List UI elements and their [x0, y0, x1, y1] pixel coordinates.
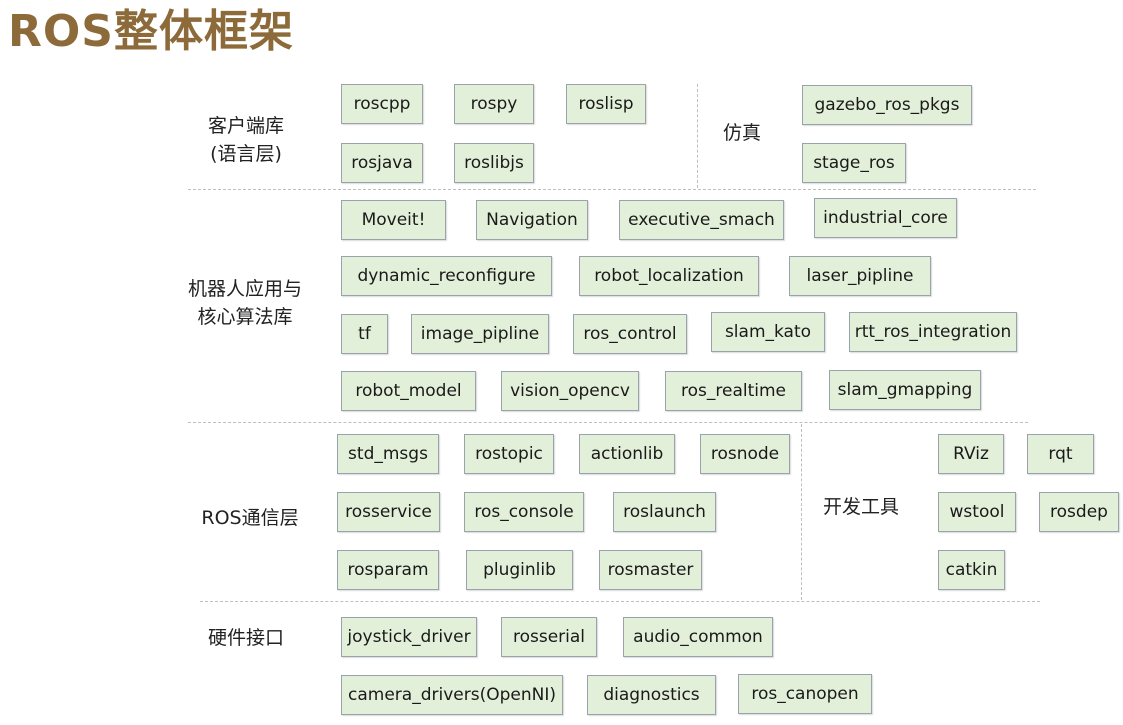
package-image-pipline: image_pipline — [411, 314, 549, 354]
package-executive-smach: executive_smach — [619, 200, 784, 240]
client-layer-label-line1: 客户端库 — [207, 115, 284, 137]
package-vision-opencv: vision_opencv — [501, 371, 639, 411]
package-roscpp: roscpp — [341, 84, 423, 124]
package-roslaunch: roslaunch — [613, 492, 716, 532]
package-slam-kato: slam_kato — [711, 312, 825, 352]
package-rostopic: rostopic — [464, 434, 554, 474]
package-roslibjs: roslibjs — [454, 143, 534, 183]
apps-layer-label-line1: 机器人应用与 — [187, 278, 302, 300]
client-layer-label-line2: (语言层) — [210, 143, 282, 165]
package-moveit: Moveit! — [341, 200, 446, 240]
package-ros-canopen: ros_canopen — [738, 674, 872, 714]
section-divider — [697, 84, 698, 188]
hardware-layer-label: 硬件接口 — [207, 627, 284, 649]
layer-divider — [200, 601, 1040, 602]
package-slam-gmapping: slam_gmapping — [829, 370, 981, 410]
package-joystick-driver: joystick_driver — [341, 617, 477, 657]
package-rosnode: rosnode — [700, 434, 790, 474]
comm-layer-label: ROS通信层 — [201, 507, 299, 529]
package-rosmaster: rosmaster — [599, 550, 702, 590]
package-dynamic-reconfigure: dynamic_reconfigure — [341, 256, 552, 296]
package-rospy: rospy — [454, 84, 534, 124]
package-stage-ros: stage_ros — [802, 143, 906, 183]
devtools-label: 开发工具 — [822, 496, 899, 518]
package-rtt-ros-integration: rtt_ros_integration — [849, 312, 1017, 352]
apps-layer-label: 机器人应用与 核心算法库 — [170, 275, 320, 331]
package-std-msgs: std_msgs — [337, 434, 439, 474]
package-ros-control: ros_control — [573, 314, 687, 354]
client-layer-label: 客户端库 (语言层) — [196, 112, 296, 168]
page-title: ROS整体框架 — [8, 6, 294, 57]
simulation-label: 仿真 — [722, 122, 761, 144]
package-gazebo-ros-pkgs: gazebo_ros_pkgs — [802, 85, 972, 125]
package-pluginlib: pluginlib — [466, 550, 573, 590]
package-ros-realtime: ros_realtime — [665, 371, 802, 411]
package-rosserial: rosserial — [501, 617, 597, 657]
package-audio-common: audio_common — [623, 617, 773, 657]
package-catkin: catkin — [938, 550, 1005, 590]
package-wstool: wstool — [938, 492, 1016, 532]
package-rosparam: rosparam — [337, 550, 439, 590]
package-rviz: RViz — [938, 434, 1004, 474]
layer-divider — [188, 189, 1036, 190]
package-actionlib: actionlib — [579, 434, 675, 474]
package-rosservice: rosservice — [337, 492, 440, 532]
package-industrial-core: industrial_core — [814, 198, 957, 238]
package-robot-model: robot_model — [341, 371, 476, 411]
package-rosdep: rosdep — [1039, 492, 1119, 532]
apps-layer-label-line2: 核心算法库 — [197, 306, 293, 328]
package-navigation: Navigation — [476, 200, 588, 240]
layer-divider — [188, 422, 1028, 423]
package-ros-console: ros_console — [464, 492, 584, 532]
section-divider — [801, 424, 802, 600]
package-rosjava: rosjava — [341, 143, 423, 183]
package-diagnostics: diagnostics — [587, 675, 716, 715]
package-laser-pipline: laser_pipline — [789, 256, 931, 296]
package-rqt: rqt — [1027, 434, 1094, 474]
package-tf: tf — [341, 314, 388, 354]
package-roslisp: roslisp — [566, 84, 646, 124]
package-camera-drivers: camera_drivers(OpenNI) — [341, 675, 563, 715]
package-robot-localization: robot_localization — [579, 256, 759, 296]
